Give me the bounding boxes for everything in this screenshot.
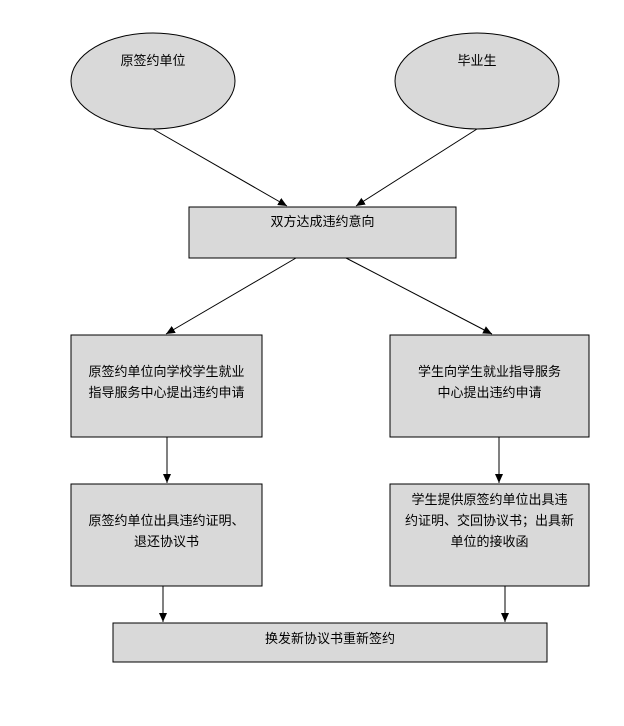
edge-graduate-to-agreement [355, 128, 478, 207]
node-agreement-label: 双方达成违约意向 [270, 215, 375, 230]
node-employer-apply-label: 原签约单位向学校学生就业 指导服务中心提出违约申请 [71, 362, 262, 404]
node-student-apply-shape [389, 334, 590, 438]
node-employer-cert-shape [70, 483, 263, 587]
node-employer-apply-line: 指导服务中心提出违约申请 [88, 386, 245, 401]
node-reissue-label: 换发新协议书重新签约 [264, 632, 395, 647]
node-student-submit-line: 单位的接收函 [450, 535, 529, 550]
node-employer-apply-line: 原签约单位向学校学生就业 [88, 365, 245, 380]
node-student-apply-label: 学生向学生就业指导服务 中心提出违约申请 [390, 362, 589, 404]
node-student-submit-line: 约证明、交回协议书；出具新 [404, 514, 574, 529]
node-student-submit-shape [389, 483, 590, 587]
node-graduate-shape [394, 32, 560, 130]
node-student-submit-label: 学生提供原签约单位出具违 约证明、交回协议书；出具新 单位的接收函 [390, 490, 589, 553]
node-student-apply-line: 中心提出违约申请 [437, 386, 542, 401]
node-employer-label: 原签约单位 [120, 54, 186, 69]
node-employer-cert-label: 原签约单位出具违约证明、 退还协议书 [71, 511, 262, 553]
node-employer-shape [70, 32, 236, 130]
node-agreement-shape [188, 206, 457, 259]
node-employer-cert-line: 原签约单位出具违约证明、 [88, 514, 245, 529]
node-student-apply-line: 学生向学生就业指导服务 [417, 365, 561, 380]
node-employer-apply-shape [70, 334, 263, 438]
node-employer-cert-line: 退还协议书 [133, 535, 199, 550]
edge-employer-to-agreement [152, 128, 288, 207]
edge-agreement-to-student-apply [345, 257, 493, 335]
node-student-submit-line: 学生提供原签约单位出具违 [411, 493, 568, 508]
node-reissue-shape [112, 622, 548, 663]
edge-agreement-to-employer-apply [165, 257, 297, 335]
node-graduate-label: 毕业生 [457, 54, 497, 69]
